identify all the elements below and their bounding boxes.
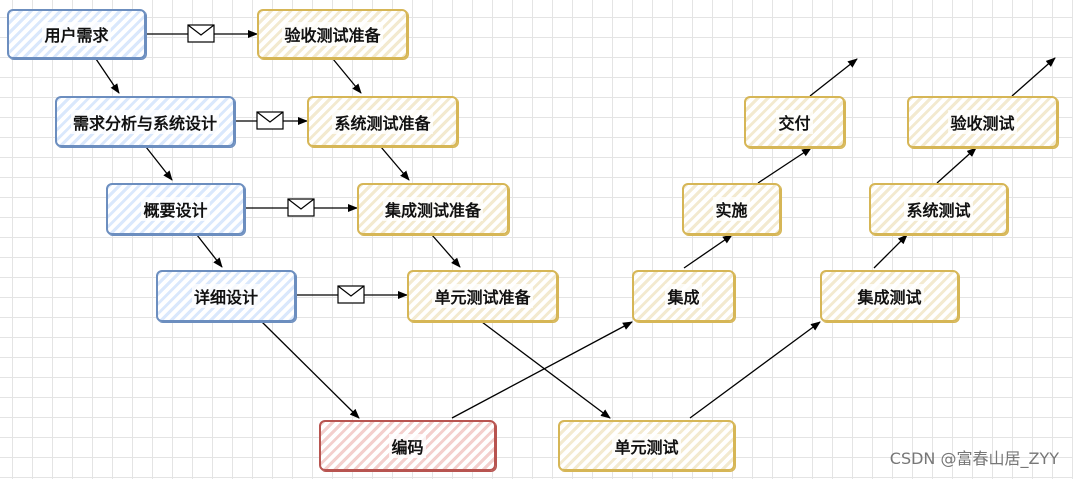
envelope-icon: [287, 198, 315, 217]
watermark: CSDN @富春山居_ZYY: [889, 449, 1059, 468]
envelope-icon: [337, 285, 365, 304]
node-implementation: 实施: [682, 183, 781, 235]
edge-implementation-to-delivery: [757, 147, 812, 184]
node-delivery: 交付: [744, 96, 845, 148]
edge-outline-to-detail: [196, 234, 223, 268]
edge-coding-to-integration: [451, 321, 633, 419]
edge-unit-prep-to-unit-test: [481, 321, 611, 419]
node-label: 系统测试: [904, 197, 973, 221]
node-label: 验收测试准备: [282, 22, 383, 46]
edge-integration-test-to-system-test: [873, 234, 908, 269]
envelope-icon: [187, 24, 215, 43]
node-label: 验收测试: [948, 110, 1017, 134]
node-integration-test: 集成测试: [820, 270, 959, 322]
node-integration-test-prep: 集成测试准备: [357, 183, 509, 235]
edge-integration-to-implementation: [683, 234, 733, 269]
edge-detail-to-coding: [261, 321, 360, 419]
node-label: 系统测试准备: [332, 109, 433, 134]
node-label: 集成: [665, 284, 702, 308]
node-label: 编码: [389, 433, 426, 458]
node-label: 概要设计: [141, 197, 210, 221]
edge-delivery-out: [809, 58, 858, 97]
node-label: 单元测试: [612, 433, 681, 458]
node-system-test: 系统测试: [869, 183, 1008, 235]
edge-req-analysis-to-outline: [145, 146, 173, 181]
node-label: 交付: [776, 110, 813, 134]
edge-system-prep-to-integration-prep: [380, 146, 410, 181]
node-label: 需求分析与系统设计: [70, 109, 219, 134]
node-label: 集成测试准备: [382, 197, 483, 221]
node-label: 实施: [713, 197, 750, 221]
edge-acceptance-test-out: [1011, 57, 1056, 97]
edge-user-req-to-req-analysis: [95, 58, 120, 94]
node-acceptance-test: 验收测试: [907, 96, 1058, 148]
node-label: 集成测试: [855, 284, 924, 308]
node-label: 用户需求: [42, 22, 111, 46]
edge-system-test-to-acceptance-test: [936, 147, 977, 184]
node-user-requirements: 用户需求: [7, 9, 146, 59]
edge-integration-prep-to-unit-prep: [431, 234, 461, 268]
envelope-icon: [256, 111, 284, 130]
node-system-test-prep: 系统测试准备: [307, 96, 458, 147]
node-label: 详细设计: [191, 284, 260, 308]
node-integration: 集成: [632, 270, 735, 322]
node-acceptance-test-prep: 验收测试准备: [257, 9, 408, 59]
node-requirements-analysis: 需求分析与系统设计: [55, 96, 235, 147]
node-unit-test: 单元测试: [558, 420, 735, 471]
edge-acceptance-prep-to-system-prep: [332, 58, 362, 94]
node-outline-design: 概要设计: [106, 183, 245, 235]
node-detail-design: 详细设计: [156, 270, 296, 322]
node-coding: 编码: [319, 420, 496, 471]
node-label: 单元测试准备: [432, 284, 533, 308]
node-unit-test-prep: 单元测试准备: [407, 270, 558, 322]
edge-unit-test-to-integration-test: [689, 321, 821, 419]
